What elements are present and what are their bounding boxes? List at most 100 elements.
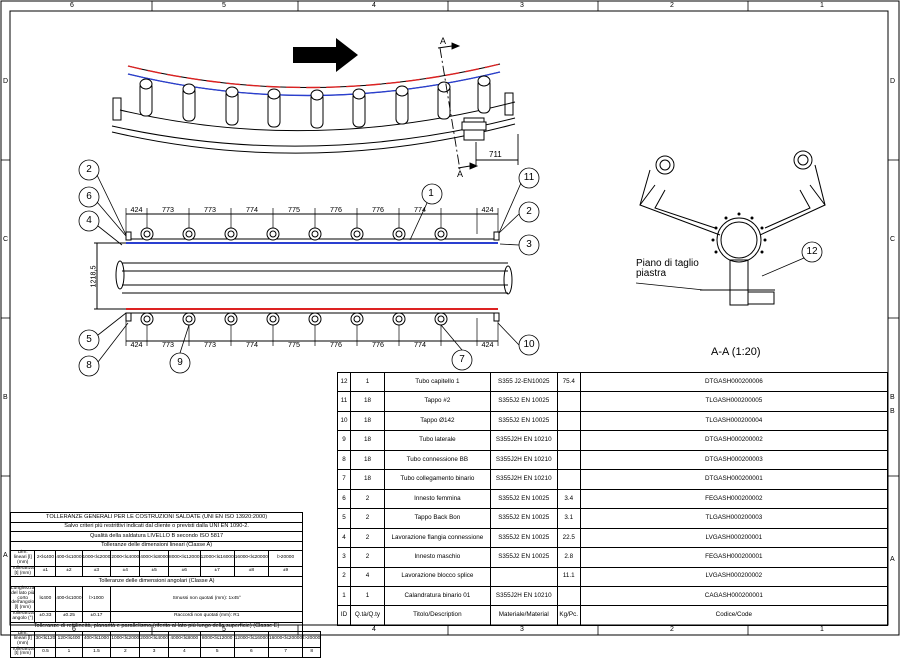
- tol-angular-val-2: ±0.25: [55, 610, 83, 623]
- bom-cell-code: LVGASH000200002: [579, 566, 889, 587]
- bom-cell-id: 9: [337, 430, 351, 451]
- tol-flat-range-9: 16000<l≤20000: [267, 631, 304, 648]
- tol-dim-range-4: 2000<l≤4000: [110, 550, 141, 567]
- tol-fillets: Raccordi non quotati (mm): R1: [110, 610, 304, 623]
- bom-cell-id: 10: [337, 410, 351, 432]
- bom-cell-id: 6: [337, 488, 351, 510]
- dim-bottom-4: 774: [246, 340, 258, 349]
- dim-bottom-5: 775: [288, 340, 300, 349]
- tol-value-5: ±5: [139, 565, 170, 578]
- tol-flat-value-7: 5: [199, 646, 235, 658]
- row-label-right-b2: B: [890, 408, 895, 415]
- bom-header-description: Titolo/Description: [383, 605, 491, 626]
- bom-header-qty: Q.tà/Q.ty: [349, 605, 385, 626]
- bom-cell-description: Tubo laterale: [383, 430, 491, 451]
- dim-top-9: 424: [481, 205, 494, 214]
- bom-cell-weight: 75.4: [556, 371, 581, 393]
- flange-bolts: [711, 212, 767, 254]
- bom-cell-weight: [556, 449, 581, 471]
- tol-flat-value-8: 6: [233, 646, 269, 658]
- bom-cell-description: Tappo #2: [383, 391, 491, 412]
- bom-cell-material: S355J2 EN 10025: [489, 508, 558, 529]
- tol-value-2: ±2: [55, 565, 83, 578]
- tol-flat-value-6: 4: [168, 646, 201, 658]
- dim-bottom-8: 774: [414, 340, 426, 349]
- tol-flat-range-8: 12000<l≤16000: [233, 631, 269, 648]
- tol-flat-value-2: 1: [55, 646, 83, 658]
- row-label-b: B: [3, 394, 8, 401]
- tol-title-1: TOLLERANZE GENERALI PER LE COSTRUZIONI S…: [9, 512, 304, 523]
- row-label-right-a: A: [890, 556, 895, 563]
- dim-bottom-7: 776: [372, 340, 384, 349]
- row-label-a: A: [3, 552, 8, 559]
- dim-height: 1218,5: [88, 265, 98, 288]
- bom-cell-material: S355J2 EN 10025: [489, 547, 558, 568]
- tol-linear-title: Tolleranze delle dimensioni lineari (Cla…: [9, 540, 304, 552]
- tol-angular-val-1: ±0.33: [34, 610, 57, 623]
- tol-flat-value-5: 3: [139, 646, 170, 658]
- drawing-sheet: A A 711: [0, 0, 900, 636]
- tol-flat-range-1: 30<l≤120: [34, 631, 57, 648]
- tol-flat-range-10: l>20000: [302, 631, 322, 648]
- callout-bubbles: [78, 159, 823, 377]
- tol-value-6: ±6: [168, 565, 201, 578]
- bom-cell-description: Tappo Ø142: [383, 410, 491, 432]
- cut-plane-note-line1: Piano di taglio: [636, 258, 699, 269]
- col-label-2: 2: [670, 2, 674, 9]
- bom-cell-code: DTGASH000200006: [579, 371, 889, 393]
- bom-cell-code: DTGASH000200001: [579, 469, 889, 490]
- section-mark-a-top: A: [440, 36, 446, 46]
- bom-cell-code: DTGASH000200002: [579, 430, 889, 451]
- bom-cell-code: CAGASH000200001: [579, 585, 889, 607]
- tol-quality: Qualità della saldatura LIVELLO B second…: [9, 531, 304, 542]
- row-label-c: C: [3, 236, 9, 243]
- tol-dim-label: Dim. lineari [l] (mm): [9, 550, 36, 567]
- col-label-5: 5: [222, 2, 226, 9]
- tol-flat-range-5: 2000<l≤4000: [139, 631, 170, 648]
- bom-cell-weight: [556, 391, 581, 412]
- bom-cell-id: 12: [337, 371, 351, 393]
- bom-header-material: Materiale/Material: [489, 605, 558, 626]
- bom-cell-material: S355J2H EN 10210: [489, 449, 558, 471]
- bom-header-code: Codice/Code: [579, 605, 889, 626]
- tol-flat-range-4: 1000<l≤2000: [110, 631, 141, 648]
- bom-cell-qty: 4: [349, 566, 385, 587]
- tol-angular-range-2: 400<l≤1000: [55, 585, 83, 612]
- bom-cell-material: S355J2 EN 10025: [489, 410, 558, 432]
- dim-top-3: 773: [204, 205, 216, 214]
- bom-cell-id: 7: [337, 469, 351, 490]
- tol-flat-range-7: 8000<l≤12000: [199, 631, 235, 648]
- direction-arrow: [293, 38, 358, 72]
- section-mark-a-bottom: A: [457, 169, 463, 179]
- section-title: A-A (1:20): [711, 346, 761, 358]
- col-label-6: 6: [70, 2, 74, 9]
- bom-cell-weight: 2.8: [556, 547, 581, 568]
- bom-cell-weight: 11.1: [556, 566, 581, 587]
- tol-flat-range-3: 400<l≤1000: [81, 631, 112, 648]
- bom-cell-weight: [556, 585, 581, 607]
- tol-flat-range-2: 120<l≤400: [55, 631, 83, 648]
- tol-dim-range-7: 12000<l≤16000: [199, 550, 235, 567]
- bom-cell-description: Tubo collegamento binario: [383, 469, 491, 490]
- callout-9: 9: [177, 357, 183, 368]
- col-label-3: 3: [520, 2, 524, 9]
- bom-cell-qty: 2: [349, 488, 385, 510]
- bom-cell-code: DTGASH000200003: [579, 449, 889, 471]
- callout-6: 6: [86, 191, 92, 202]
- tol-value-7: ±7: [199, 565, 235, 578]
- dim-bottom-1: 424: [130, 340, 143, 349]
- bom-cell-qty: 18: [349, 391, 385, 412]
- row-label-right-b: B: [890, 394, 895, 401]
- bom-cell-description: Lavorazione flangia connessione: [383, 527, 491, 549]
- col-label-bottom-4: 4: [372, 626, 376, 633]
- tol-value-9: ±9: [267, 565, 304, 578]
- bom-cell-material: S355J2 EN 10025: [489, 391, 558, 412]
- bom-cell-weight: 3.1: [556, 508, 581, 529]
- dim-top-7: 776: [372, 205, 384, 214]
- top-view-connectors: [139, 75, 491, 141]
- tol-sharp-edges: Smussi non quotati (mm): 1x45°: [110, 585, 304, 612]
- bom-cell-weight: [556, 410, 581, 432]
